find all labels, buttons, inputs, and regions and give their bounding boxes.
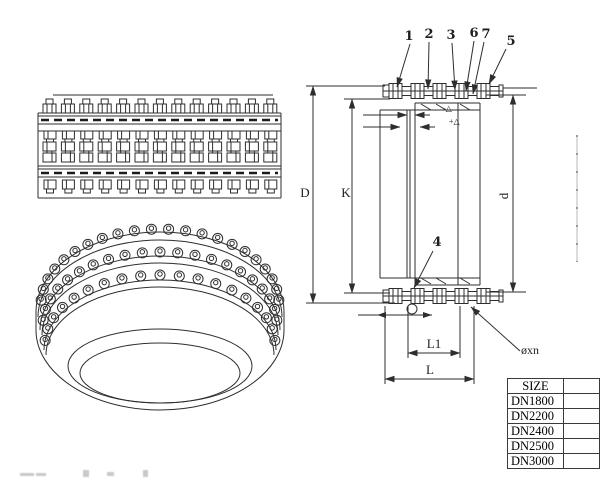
callout-1: 1 <box>404 29 413 44</box>
callout-2: 2 <box>424 27 433 42</box>
gap-dimensions: -△ +△ <box>363 104 461 131</box>
value-column-header <box>562 378 600 394</box>
top-bolt-assembly <box>382 83 504 99</box>
table-row: DN2400 <box>507 423 600 439</box>
size-cell: DN1800 <box>507 393 564 409</box>
callout-6: 6 <box>469 26 478 41</box>
faint-footnote-mark <box>143 470 148 477</box>
dim-label-L1: L1 <box>427 336 441 351</box>
value-cell <box>562 393 600 409</box>
dim-label-L: L <box>426 362 434 377</box>
size-column-header: SIZE <box>507 378 564 394</box>
bottom-bolt-assembly <box>382 288 504 304</box>
size-cell: DN2500 <box>507 438 564 454</box>
faint-footnote-mark <box>107 472 114 476</box>
body-outline <box>379 102 481 286</box>
dim-D: D <box>300 85 395 304</box>
faint-edge-ruler <box>576 135 578 262</box>
bolt-hole-circle <box>406 303 418 315</box>
table-row: DN1800 <box>507 393 600 409</box>
callout-5: 5 <box>506 34 515 49</box>
bolt-holes-label: øxn <box>521 343 539 357</box>
faint-footnote-mark <box>36 473 46 476</box>
callout-3: 3 <box>446 28 455 43</box>
part-callouts: 1 2 3 6 7 5 4 <box>396 26 516 289</box>
value-cell <box>562 438 600 454</box>
table-row: DN3000 <box>507 453 600 469</box>
value-cell <box>562 408 600 424</box>
coupling-isometric-view <box>35 223 285 411</box>
dim-K: K <box>341 98 390 294</box>
callout-4: 4 <box>432 235 441 250</box>
value-cell <box>562 453 600 469</box>
table-header-row: SIZE <box>507 378 600 394</box>
tolerance-minus: -△ <box>443 104 453 113</box>
table-row: DN2200 <box>507 408 600 424</box>
dim-label-d: d <box>496 192 511 199</box>
dim-label-K: K <box>341 185 351 200</box>
bolt-hole-callout: øxn <box>470 306 539 357</box>
size-cell: DN3000 <box>507 453 564 469</box>
size-cell: DN2400 <box>507 423 564 439</box>
dim-L1: L1 <box>407 306 461 358</box>
callout-7: 7 <box>481 27 490 42</box>
coupling-section-view: D K d -△ +△ <box>300 26 539 384</box>
tolerance-plus: +△ <box>449 117 461 126</box>
faint-footnote-mark <box>20 473 34 476</box>
dim-d: d <box>486 87 537 293</box>
dim-L: L <box>384 306 475 384</box>
value-cell <box>562 423 600 439</box>
table-row: DN2500 <box>507 438 600 454</box>
coupling-side-view <box>37 94 282 199</box>
dim-label-D: D <box>300 185 309 200</box>
faint-footnote-mark <box>83 470 89 477</box>
size-cell: DN2200 <box>507 408 564 424</box>
flange-offset-dimension <box>358 303 432 318</box>
